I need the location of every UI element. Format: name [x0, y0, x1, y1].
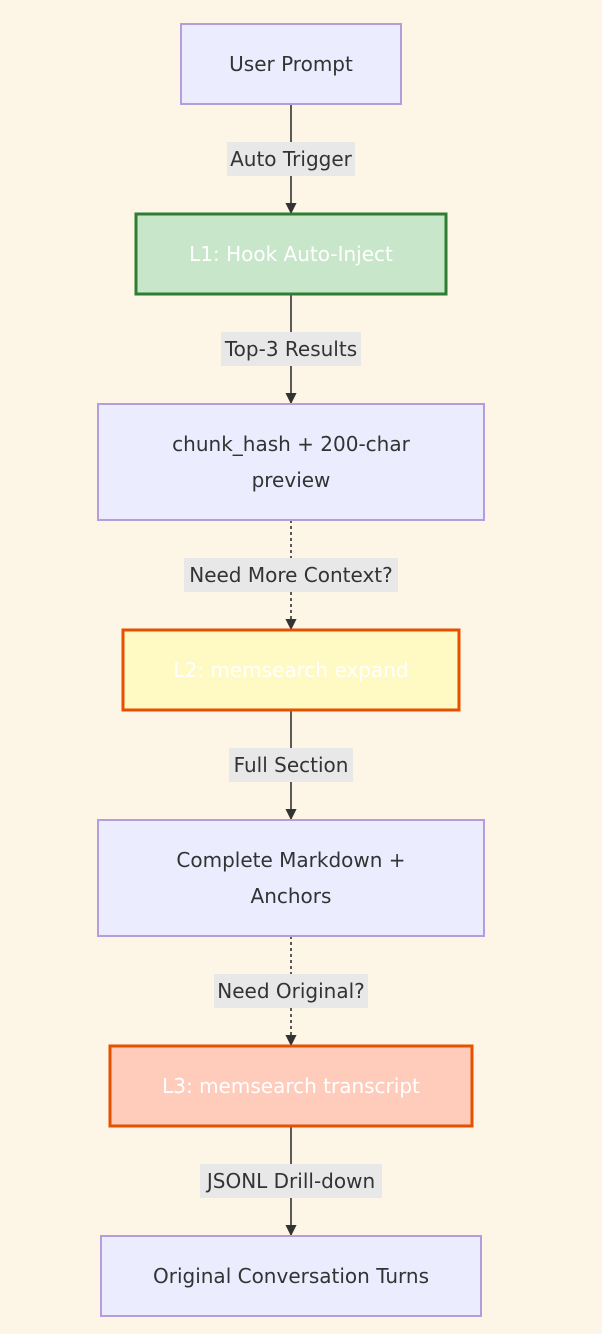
- node-user-prompt: User Prompt: [180, 23, 402, 105]
- node-label: Original Conversation Turns: [153, 1264, 429, 1288]
- edge-l3-transcript-to-original-turns: JSONL Drill-down: [200, 1126, 382, 1237]
- edge-label: Auto Trigger: [230, 147, 353, 171]
- edge-l1-hook-to-chunk-preview: Top-3 Results: [221, 294, 361, 405]
- edge-label-bg: [227, 142, 355, 176]
- node-label: L1: Hook Auto-Inject: [189, 242, 393, 266]
- node-label: L2: memsearch expand: [173, 658, 408, 682]
- node-box: [97, 819, 485, 937]
- edge-label-bg: [184, 558, 398, 592]
- node-l1-hook: L1: Hook Auto-Inject: [134, 212, 448, 296]
- node-box: [97, 403, 485, 521]
- node-markdown-anchors: Complete Markdown + Anchors: [97, 819, 485, 937]
- node-label: Complete Markdown +: [176, 848, 405, 872]
- edge-chunk-preview-to-l2-expand: Need More Context?: [184, 520, 398, 631]
- edge-label-bg: [200, 1164, 382, 1198]
- node-box: [121, 628, 461, 712]
- edge-user-prompt-to-l1-hook: Auto Trigger: [227, 104, 355, 215]
- edge-label: JSONL Drill-down: [205, 1169, 375, 1193]
- node-label: User Prompt: [229, 52, 353, 76]
- node-l2-expand: L2: memsearch expand: [121, 628, 461, 712]
- node-l3-transcript: L3: memsearch transcript: [108, 1044, 474, 1128]
- node-box: [100, 1235, 482, 1317]
- edge-markdown-anchors-to-l3-transcript: Need Original?: [214, 936, 368, 1047]
- node-box: [180, 23, 402, 105]
- edge-label: Need More Context?: [189, 563, 393, 587]
- node-label: L3: memsearch transcript: [162, 1074, 420, 1098]
- node-box: [108, 1044, 474, 1128]
- edge-label-bg: [214, 974, 368, 1008]
- edge-label: Full Section: [234, 753, 349, 777]
- edge-label: Need Original?: [217, 979, 365, 1003]
- node-chunk-preview: chunk_hash + 200-char preview: [97, 403, 485, 521]
- node-label: chunk_hash + 200-char: [172, 432, 410, 456]
- edge-l2-expand-to-markdown-anchors: Full Section: [229, 710, 353, 821]
- node-original-turns: Original Conversation Turns: [100, 1235, 482, 1317]
- edge-label: Top-3 Results: [224, 337, 357, 361]
- node-label: preview: [252, 468, 331, 492]
- edge-label-bg: [229, 748, 353, 782]
- node-label: Anchors: [251, 884, 332, 908]
- edge-label-bg: [221, 332, 361, 366]
- node-box: [134, 212, 448, 296]
